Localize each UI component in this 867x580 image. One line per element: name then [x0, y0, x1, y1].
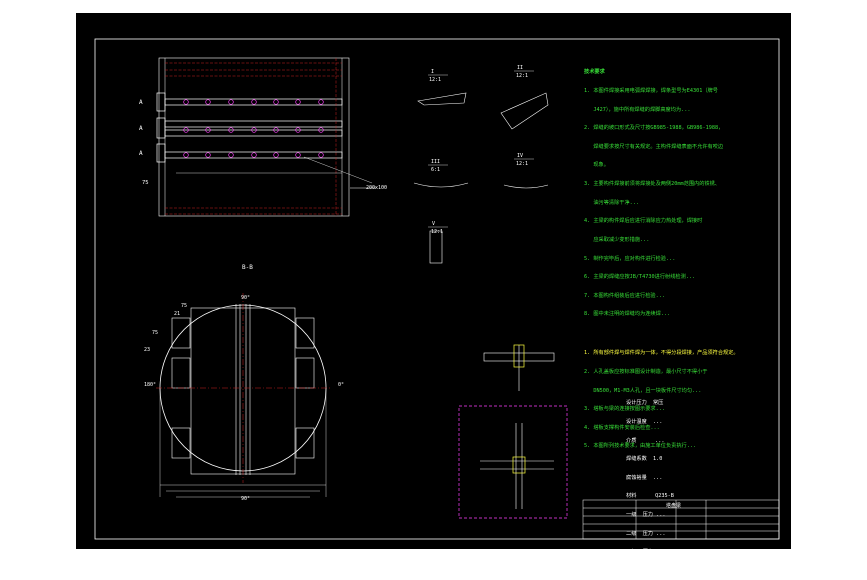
section-marker-a2: A	[139, 125, 143, 132]
cad-drawing-canvas: A A A 75 200x100 B-B	[76, 13, 791, 574]
tech-note-item: 4. 主梁的构件焊后应进行消除应力热处理，焊接时	[584, 218, 703, 225]
tech-note-item: 4. 塔板支撑构件安装后检查...	[584, 424, 660, 431]
section-label-1: 75	[181, 303, 187, 309]
detail-1-label: I	[431, 69, 434, 75]
design-data-row: 设计温度 ...	[626, 419, 663, 426]
tech-note-item: J427），施中所有焊缝的焊脚高度均为...	[584, 106, 691, 113]
tech-note-item: 焊缝要求按尺寸有关规定。主构件焊缝表面不允许有咬边	[584, 143, 724, 150]
design-data-row: 材料 Q235-B	[626, 493, 674, 500]
tech-note-item: 油污等清除干净...	[584, 199, 640, 206]
angle-bottom: 90°	[241, 496, 250, 502]
tech-note-item: 5. 制作完毕后，应对构件进行检验...	[584, 255, 676, 262]
tech-notes: 技术要求 1. 本图件焊接采用电弧焊焊接，焊条型号为E4301（牌号 J427）…	[584, 57, 739, 456]
design-data-row: 二级 压力 ...	[626, 530, 666, 537]
section-label-2: 21	[174, 311, 180, 317]
design-data-row: 四级 压力 ...	[626, 567, 666, 574]
design-data-row: 腐蚀裕量 ...	[626, 474, 663, 481]
tech-note-highlight: 1. 所有部件焊与焊件焊为一体，不得分段焊接，产品须符合规定。	[584, 350, 739, 357]
detail-1-scale: 12:1	[429, 77, 441, 83]
tech-note-item: 2. 人孔盖板应按标准图设计制造，最小尺寸不得小于	[584, 368, 708, 375]
design-data-row: 一级 压力 ...	[626, 512, 666, 519]
angle-top: 90°	[241, 295, 250, 301]
detail-4-scale: 12:1	[516, 161, 528, 167]
tech-note-item: 8. 图中未注明的焊缝均为连续焊...	[584, 311, 671, 318]
tech-note-item: 1. 本图件焊接采用电弧焊焊接，焊条型号为E4301（牌号	[584, 88, 718, 95]
angle-right: 0°	[338, 382, 344, 388]
detail-5-scale: 12:1	[431, 229, 443, 235]
tech-note-item: 7. 本图构件组装后应进行检验...	[584, 292, 665, 299]
design-data-row: 设计压力 常压	[626, 400, 664, 407]
tech-note-item: 现象。	[584, 162, 609, 169]
section-view: B-B 90° 180° 0° 90° 75 2	[144, 264, 344, 502]
title-block	[582, 499, 780, 540]
design-data-row: 三级 压力 ...	[626, 549, 666, 556]
tech-note-item: 3. 主要构件焊接前须将焊接处及两侧20mm范围内的铁锈、	[584, 181, 720, 188]
tech-note-item: 5. 本图所列技术要求，由施工单位负责执行...	[584, 443, 697, 450]
section-label-3: 75	[152, 330, 158, 336]
tech-note-item: 3. 塔板与梁的连接按图示要求...	[584, 406, 665, 413]
plan-label-right: 200x100	[366, 185, 387, 191]
tech-note-item: 6. 主梁的焊缝应按JB/T4730进行射线检测...	[584, 274, 696, 281]
design-data-row: 介质 ...	[626, 437, 665, 444]
detail-2-label: II	[517, 65, 523, 71]
detail-5-label: V	[432, 221, 435, 227]
plan-label-75: 75	[142, 180, 149, 186]
tech-note-item: 2. 焊缝的坡口形式及尺寸按GB985-1988，GB986-1988，	[584, 125, 724, 132]
tech-note-item: DN500，M1-M3人孔，且一块板件尺寸均匀...	[584, 387, 702, 394]
section-marker-a1: A	[139, 99, 143, 106]
drawing-name: 塔盘梁	[666, 502, 681, 509]
design-data-row: 焊缝系数 1.0	[626, 456, 663, 463]
plan-view: A A A 75 200x100	[139, 57, 387, 217]
detail-2-scale: 12:1	[516, 73, 528, 79]
detail-views: I 12:1 II 12:1 III 6:1 IV 12:1 V 12:1	[413, 65, 568, 519]
drawing-svg: A A A 75 200x100 B-B	[94, 38, 780, 540]
section-marker-a3: A	[139, 150, 143, 157]
drawing-frame	[94, 38, 780, 540]
section-label-4: 23	[144, 347, 150, 353]
tech-note-item: 应采取减少变形措施...	[584, 236, 650, 243]
design-data: 设计压力 常压 设计温度 ... 介质 ... 焊缝系数 1.0 腐蚀裕量 ..…	[626, 388, 674, 580]
detail-4-label: IV	[517, 153, 523, 159]
tech-notes-title: 技术要求	[584, 69, 605, 76]
detail-3-scale: 6:1	[431, 167, 440, 173]
detail-3-label: III	[431, 159, 440, 165]
angle-left: 180°	[144, 382, 156, 388]
section-title: B-B	[242, 264, 253, 271]
